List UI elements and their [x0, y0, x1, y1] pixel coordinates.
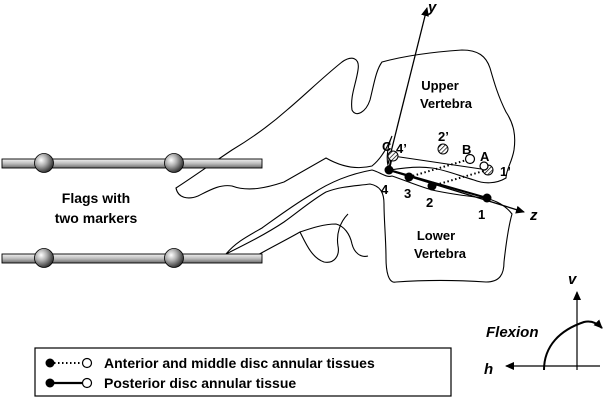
lower-vertebra-label-line2: Vertebra	[414, 246, 467, 261]
flexion-arc-arrow	[543, 319, 603, 371]
legend: Anterior and middle disc annular tissues…	[34, 347, 452, 397]
legend-item-anterior-filled-dot	[45, 358, 55, 368]
label-c: C	[382, 139, 392, 154]
legend-item-anterior-label: Anterior and middle disc annular tissues	[104, 355, 375, 371]
point-b-marker	[464, 153, 476, 165]
point-2-marker	[427, 181, 437, 191]
dotted-line-3-b	[408, 158, 471, 178]
legend-item-posterior-label: Posterior disc annular tissue	[104, 375, 296, 391]
upper-vertebra-outline	[175, 49, 516, 199]
y-axis-line	[387, 7, 429, 165]
label-b: B	[462, 142, 471, 157]
label-1: 1	[478, 207, 485, 222]
h-axis-label: h	[484, 361, 493, 378]
z-axis-label: z	[529, 207, 538, 224]
flag-upper-marker-2	[164, 153, 184, 173]
point-a-marker	[479, 161, 489, 171]
upper-vertebra-label-line1: Upper	[421, 78, 459, 93]
lower-spinous-outline	[299, 223, 369, 257]
flag-lower-marker-2	[164, 248, 184, 268]
point-1-marker	[482, 193, 492, 203]
flags-label-line1: Flags with	[62, 190, 130, 206]
flexion-indicator: v h Flexion	[484, 271, 603, 378]
flag-lower	[1, 248, 263, 268]
flags-label-line2: two markers	[55, 210, 138, 226]
legend-item-posterior-filled-dot	[45, 378, 55, 388]
point-4-marker	[384, 165, 394, 175]
flag-lower-rod	[1, 253, 263, 264]
v-axis-label: v	[568, 271, 578, 288]
label-2p: 2’	[438, 129, 449, 144]
legend-item-posterior: Posterior disc annular tissue	[45, 375, 296, 391]
upper-marker-line	[392, 155, 489, 171]
flag-lower-marker-1	[34, 248, 54, 268]
upper-vertebra-label-line2: Vertebra	[420, 96, 473, 111]
legend-item-posterior-open-dot	[81, 377, 93, 389]
flag-upper-marker-1	[34, 153, 54, 173]
y-axis-label: y	[427, 0, 437, 16]
point-2p-marker	[437, 143, 449, 155]
label-3: 3	[404, 186, 411, 201]
legend-item-anterior-open-dot	[81, 357, 93, 369]
flexion-label: Flexion	[486, 324, 539, 341]
point-3-marker	[404, 172, 414, 182]
label-1p: 1’	[500, 164, 511, 179]
lower-vertebra-label-line1: Lower	[417, 228, 455, 243]
label-4p: 4’	[396, 141, 407, 156]
flag-upper-rod	[1, 158, 263, 169]
label-4: 4	[381, 182, 389, 197]
label-2: 2	[426, 195, 433, 210]
label-a: A	[480, 149, 490, 164]
flag-upper	[1, 153, 263, 173]
lower-vertebra-outline	[225, 169, 513, 283]
legend-box	[34, 347, 452, 397]
point-4p-marker	[387, 150, 399, 162]
dotted-line-2-a	[431, 169, 488, 187]
legend-item-anterior: Anterior and middle disc annular tissues	[45, 355, 375, 371]
